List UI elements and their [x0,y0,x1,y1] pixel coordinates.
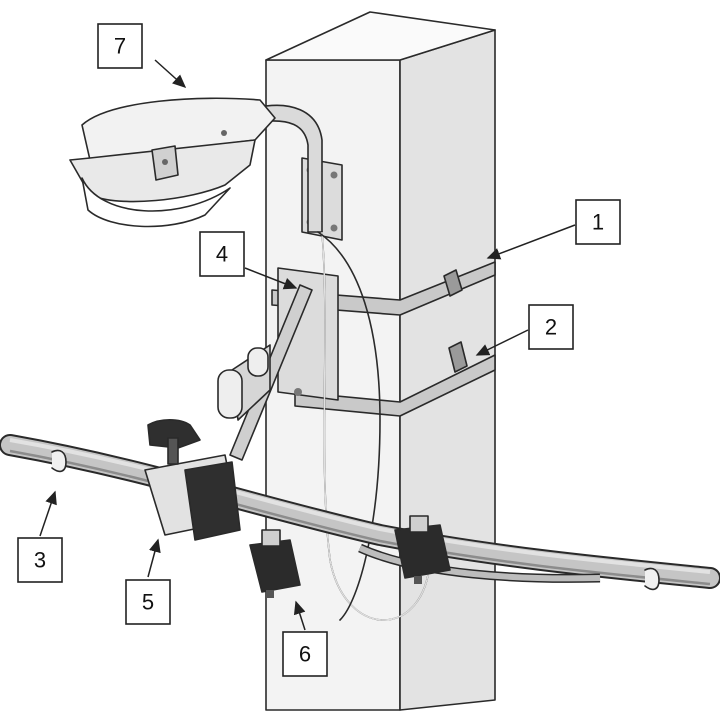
callout-7-label: 7 [114,34,126,59]
callout-6: 6 [282,631,328,677]
piercing-clamp-left [249,529,301,598]
callout-3: 3 [17,537,63,583]
callout-2: 2 [528,304,574,350]
piercing-clamp-tip [266,590,274,598]
cable-core-b [9,438,711,574]
cable-tie [644,567,660,591]
callout-5-box [125,579,171,625]
callout-3-box [17,537,63,583]
callout-2-box [528,304,574,350]
callout-1-box [575,199,621,245]
callout-1-label: 1 [592,210,604,235]
sip-cable-bundle [0,434,720,591]
callout-7-box [97,23,143,69]
lamp-housing-top [81,97,276,161]
lamp-drop-wire-highlight [321,231,431,621]
band-lower-strip [294,354,496,417]
suspension-clamp-jaw [184,461,241,541]
piercing-clamp-right [394,515,451,584]
mount-bolt [330,224,338,232]
callout-7-leader [154,59,187,89]
anchor-bolt [294,388,302,396]
callout-1-leader [486,224,576,260]
cable-core-c [9,449,711,586]
anchor-hook-knob [247,347,269,377]
callout-4-leader [244,267,298,290]
anchor-bracket [217,267,339,461]
piercing-clamp-bolt-head [409,515,429,533]
band-lower-buckle [448,341,468,373]
callout-2-leader [475,329,529,356]
suspension-clamp-wingnut [147,418,201,449]
callout-6-box [282,631,328,677]
callout-4: 4 [199,231,245,277]
callout-3-label: 3 [34,548,46,573]
piercing-clamp-tip [414,576,422,584]
callout-1: 1 [575,199,621,245]
mount-bolt [330,171,338,179]
piercing-clamp-body [249,539,301,593]
steel-band-lower [294,341,496,417]
piercing-clamp-body [394,524,451,579]
callout-6-leader [293,600,306,631]
callout-4-box [199,231,245,277]
suspension-clamp [144,418,241,541]
street-lamp [69,97,276,228]
callout-5: 5 [125,579,171,625]
lamp-drop-wire [317,231,381,621]
cable-core-a [1,436,719,587]
lamp-screw [221,130,227,136]
anchor-hook-knob [217,369,243,419]
lamp-latch-screw [162,159,168,165]
piercing-clamp-bolt-head [261,529,281,547]
callout-6-label: 6 [299,642,311,667]
callout-3-leader [39,490,57,537]
band-upper-buckle [443,269,463,297]
callout-5-label: 5 [142,590,154,615]
lamp-diffuser [81,177,231,228]
callout-4-label: 4 [216,242,228,267]
callout-5-leader [147,538,161,578]
cable-tie [51,449,67,473]
service-cable-core [358,545,601,582]
callout-7: 7 [97,23,143,69]
pole-top-face [265,11,496,61]
suspension-clamp-bolt [167,437,179,465]
callout-2-label: 2 [545,315,557,340]
